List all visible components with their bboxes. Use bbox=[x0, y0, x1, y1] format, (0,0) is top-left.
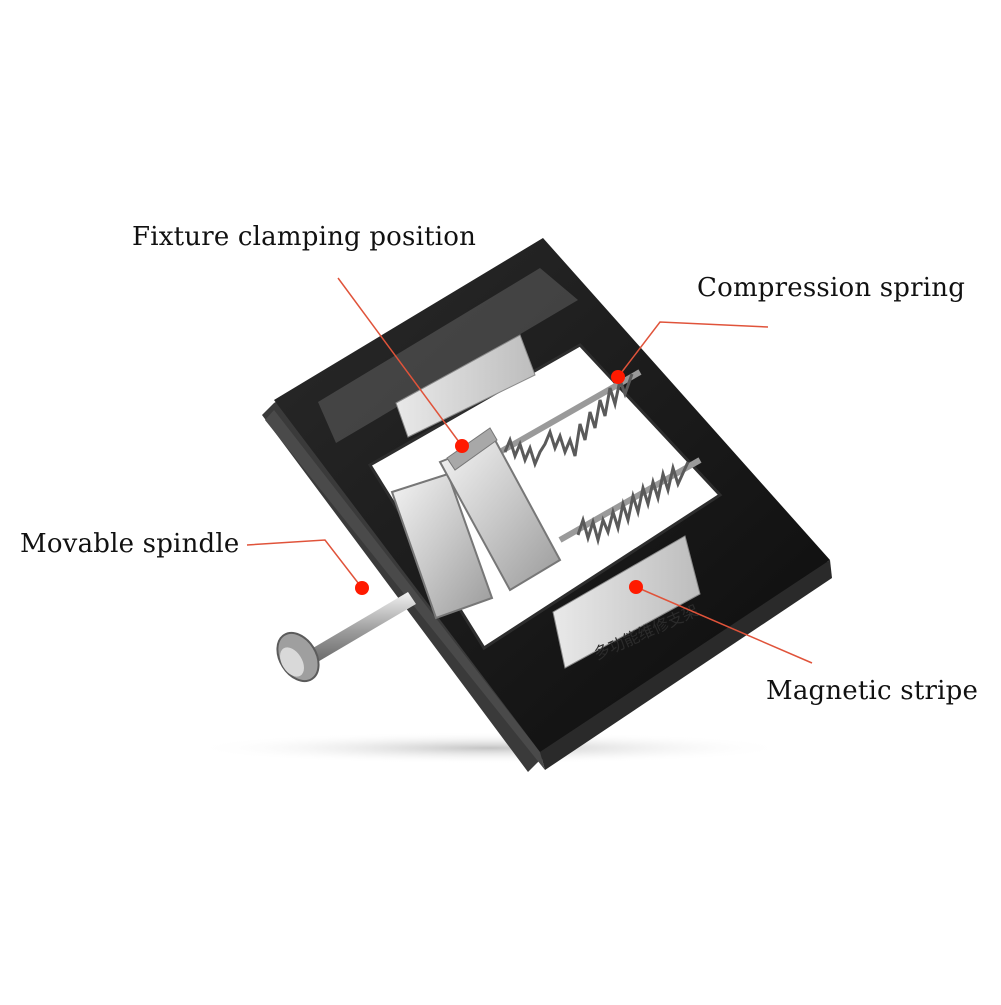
frame-side bbox=[265, 410, 545, 770]
leader-line-spindle bbox=[246, 539, 363, 589]
movable-spindle-label: Movable spindle bbox=[20, 529, 240, 559]
clamp-teeth bbox=[446, 427, 498, 471]
marker-dot-icon bbox=[455, 439, 469, 453]
frame-reflection bbox=[318, 268, 578, 443]
marker-dot-icon bbox=[611, 370, 625, 384]
marker-dot-icon bbox=[629, 580, 643, 594]
compression-spring-upper bbox=[503, 373, 634, 469]
leader-line-magnet bbox=[635, 586, 813, 664]
compression-spring-label: Compression spring bbox=[697, 273, 966, 303]
frame-side-right bbox=[540, 560, 832, 770]
leader-line-spring bbox=[617, 321, 769, 378]
guide-rod-upper bbox=[498, 369, 642, 455]
floor-shadow bbox=[190, 732, 790, 764]
leader-line-fixture bbox=[337, 277, 463, 447]
compression-spring-lower bbox=[576, 461, 690, 546]
fixture-clamping-position-label: Fixture clamping position bbox=[132, 222, 477, 252]
marker-dot-icon bbox=[355, 581, 369, 595]
magnetic-stripe-plate bbox=[552, 535, 701, 669]
magnetic-stripe-label: Magnetic stripe bbox=[766, 676, 979, 706]
upper-magnet-plate bbox=[395, 334, 536, 438]
fixed-jaw bbox=[390, 472, 494, 620]
movable-spindle-rod bbox=[296, 592, 416, 670]
spindle-knob-cap bbox=[280, 647, 304, 677]
